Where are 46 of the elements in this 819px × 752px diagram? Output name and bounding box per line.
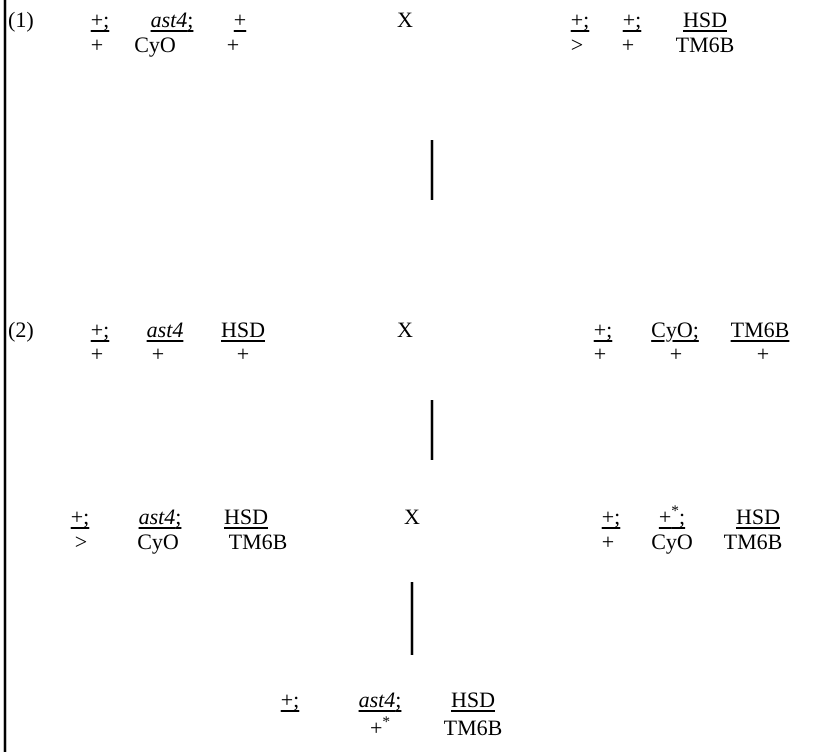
allele-over-text: +; xyxy=(570,8,590,32)
allele-over-text: +; xyxy=(70,505,90,529)
allele-under-text: > xyxy=(74,530,88,554)
allele-under-text: CyO xyxy=(137,530,179,554)
allele-under-text: + xyxy=(602,530,614,554)
allele-under-text: + xyxy=(670,342,682,366)
cross-number: (1) xyxy=(8,8,34,32)
cross-number: (2) xyxy=(8,318,34,342)
allele-over-text: + xyxy=(234,8,246,32)
allele-over-text: +$^{*}$; xyxy=(658,505,686,529)
allele-under-text: CyO xyxy=(651,530,693,554)
allele-under-text: CyO xyxy=(134,33,176,57)
allele-over-text: HSD xyxy=(224,505,268,529)
allele-under-text: TM6B xyxy=(444,716,502,740)
allele-under-text: + xyxy=(90,342,104,366)
allele-over-text: CyO; xyxy=(651,318,699,342)
allele-under-text: + xyxy=(90,33,104,57)
cross-symbol: X xyxy=(404,505,420,529)
allele-over-text: HSD xyxy=(683,8,727,32)
allele-under-text: + xyxy=(226,33,240,57)
cross-symbol: X xyxy=(397,318,413,342)
allele-over-text: HSD xyxy=(451,688,495,712)
allele-over-text: +; xyxy=(90,8,110,32)
allele-over-text: +; xyxy=(280,688,300,712)
allele-over-text: +; xyxy=(622,8,642,32)
allele-under-text: +$^{*}$ xyxy=(370,716,390,740)
allele-under-text: TM6B xyxy=(228,530,288,554)
allele-under-text: + xyxy=(594,342,606,366)
allele-under-text: > xyxy=(570,33,584,57)
allele-under-text: + xyxy=(622,33,634,57)
cross-symbol: X xyxy=(397,8,413,32)
allele-over-text: ast4; xyxy=(150,8,194,32)
allele-over-text: +; xyxy=(594,318,612,342)
allele-under-text: + xyxy=(152,342,164,366)
allele-under-text: + xyxy=(756,342,770,366)
allele-over-text: HSD xyxy=(221,318,265,342)
allele-under-text: TM6B xyxy=(676,33,734,57)
allele-under-text: TM6B xyxy=(724,530,782,554)
allele-under-text: + xyxy=(236,342,250,366)
allele-over-text: ast4; xyxy=(138,505,182,529)
allele-over-text: TM6B xyxy=(730,318,790,342)
allele-over-text: +; xyxy=(602,505,620,529)
allele-over-text: ast4; xyxy=(358,688,402,712)
allele-over-text: HSD xyxy=(736,505,780,529)
allele-over-text: ast4 xyxy=(146,318,184,342)
allele-over-text: +; xyxy=(90,318,110,342)
